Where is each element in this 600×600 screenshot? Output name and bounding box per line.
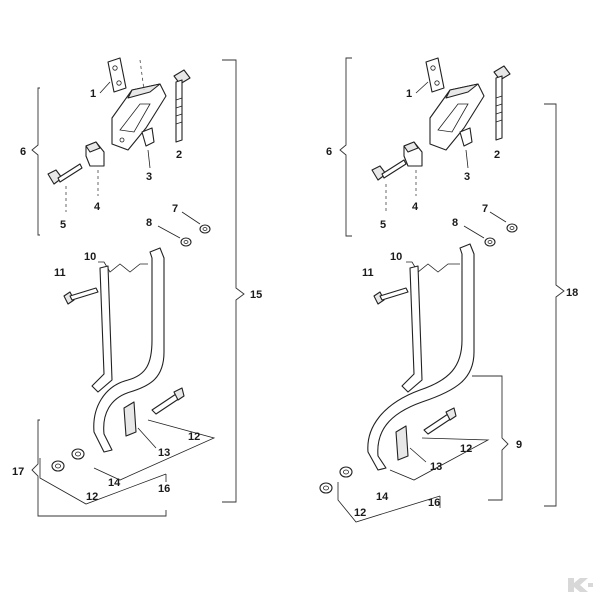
plate-part-1-right (425, 57, 445, 93)
label-6-left: 6 (20, 146, 26, 158)
nut-part-12-lower-right (319, 482, 333, 494)
label-7-left: 7 (172, 203, 178, 215)
label-8-right: 8 (452, 217, 458, 229)
bolt-part-12-upper-right (423, 407, 457, 435)
plate-part-1-left (107, 57, 127, 93)
bolt-part-11-left (63, 287, 99, 305)
label-15: 15 (250, 289, 262, 301)
label-4-right: 4 (412, 201, 419, 213)
label-13-right: 13 (430, 461, 442, 473)
kramp-k-logo-icon (568, 578, 593, 592)
tip-plate-part-13-right (395, 425, 409, 461)
brace-6-left (31, 87, 40, 236)
washer-part-8-right (484, 237, 496, 247)
bolt-part-2-right (493, 65, 511, 141)
label-8-left: 8 (146, 217, 152, 229)
clamp-part-4-right (403, 141, 423, 167)
label-5-left: 5 (60, 219, 66, 231)
label-17: 17 (12, 466, 24, 478)
logo-k-shape (568, 578, 593, 592)
brace-6-right (339, 57, 352, 237)
label-5-right: 5 (380, 219, 386, 231)
label-12b-right: 12 (354, 507, 366, 519)
label-11-right: 11 (362, 267, 374, 279)
washer-part-14-right (339, 466, 353, 478)
washer-part-7-left (199, 224, 211, 234)
label-10-left: 10 (84, 251, 96, 263)
label-14-right: 14 (376, 491, 389, 503)
right-assembly: 6 1 3 2 4 (319, 57, 578, 523)
group-16-lower-right (337, 482, 441, 523)
washer-part-8-left (180, 237, 192, 247)
flat-bar-right (401, 265, 423, 393)
clamp-part-4-left (85, 141, 105, 167)
group-16-lower-left (39, 458, 167, 505)
label-1-left: 1 (90, 88, 96, 100)
label-12a-left: 12 (188, 431, 200, 443)
curved-tine-right (367, 243, 475, 471)
left-assembly: 6 15 1 3 2 (12, 57, 262, 517)
bracket-15 (222, 59, 245, 503)
bolt-part-5-left (47, 163, 83, 185)
label-3-left: 3 (146, 171, 152, 183)
label-16-right: 16 (428, 497, 440, 509)
label-3-right: 3 (464, 171, 470, 183)
tip-plate-part-13-left (123, 401, 137, 437)
bolt-part-2-left (173, 69, 191, 143)
group-16-outline-right (389, 437, 490, 481)
washer-part-7-right (506, 223, 518, 233)
bracket-9 (472, 375, 509, 501)
nut-part-12-lower-left (51, 460, 65, 472)
bolt-part-12-upper-left (151, 387, 185, 415)
bracket-part-3-right (429, 83, 485, 151)
bolt-part-5-right (371, 159, 407, 181)
label-7-right: 7 (482, 203, 488, 215)
label-18: 18 (566, 287, 578, 299)
bracket-18 (544, 103, 565, 507)
washer-part-14-left (71, 448, 85, 460)
label-13-left: 13 (158, 447, 170, 459)
label-2-right: 2 (494, 149, 500, 161)
curved-tine-left (93, 247, 165, 453)
label-16-left: 16 (158, 483, 170, 495)
label-2-left: 2 (176, 149, 182, 161)
bolt-part-11-right (373, 287, 409, 305)
label-6-right: 6 (326, 146, 332, 158)
brace-17 (31, 419, 167, 517)
label-10-right: 10 (390, 251, 402, 263)
label-11-left: 11 (54, 267, 66, 279)
label-14-left: 14 (108, 477, 121, 489)
flat-bar-left (91, 265, 113, 393)
label-1-right: 1 (406, 88, 412, 100)
bracket-part-3-left (111, 83, 167, 151)
label-9: 9 (516, 439, 522, 451)
group-16-outline-left (93, 419, 216, 481)
label-12a-right: 12 (460, 443, 472, 455)
label-4-left: 4 (94, 201, 101, 213)
label-12b-left: 12 (86, 491, 98, 503)
